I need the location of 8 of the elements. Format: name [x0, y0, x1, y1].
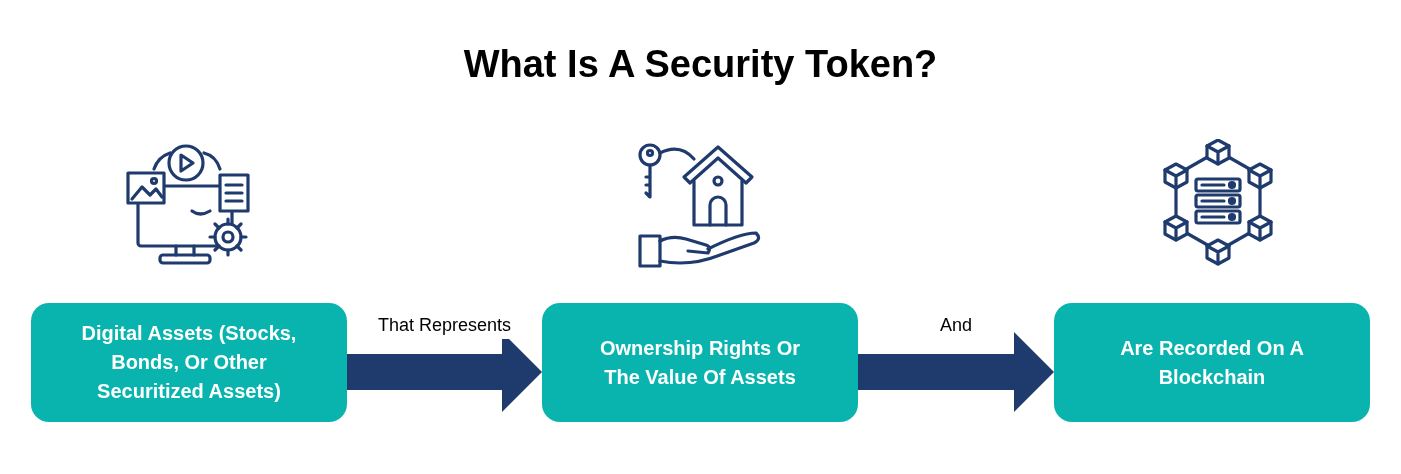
process-box — [1054, 303, 1370, 422]
process-box — [542, 303, 858, 422]
box-text: Digital Assets (Stocks, Bonds, Or Other Securitized Assets) — [80, 321, 298, 404]
process-box — [31, 303, 347, 422]
box-text: Are Recorded On A Blockchain — [1119, 335, 1305, 390]
box-text: Ownership Rights Or The Value Of Assets — [599, 335, 801, 390]
block-arrow — [858, 332, 1054, 412]
title: What Is A Security Token? — [463, 42, 938, 87]
